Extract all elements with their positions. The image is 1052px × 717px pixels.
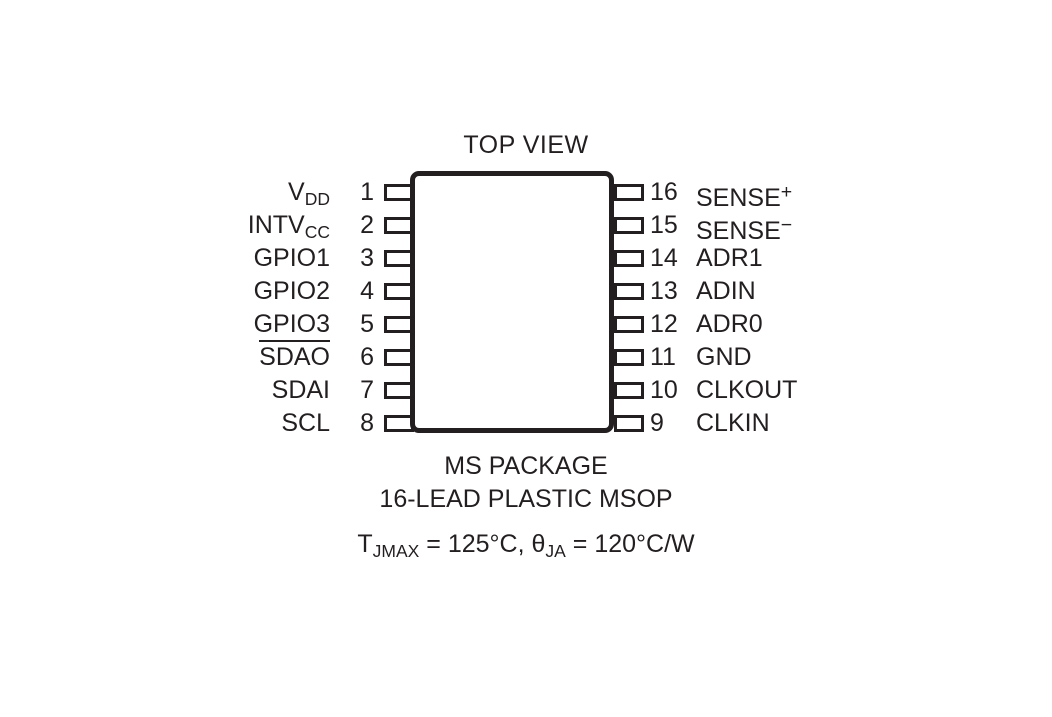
thermal-resistance-label: TJMAX = 125°C, θJA = 120°C/W bbox=[0, 530, 1052, 562]
pin-number: 4 bbox=[360, 277, 374, 305]
pin-label: SDAO bbox=[30, 340, 330, 371]
pin-signal-text: SENSE+ bbox=[696, 181, 793, 213]
pin-signal-text: GND bbox=[696, 343, 752, 371]
pin-number: 5 bbox=[360, 310, 374, 338]
pin-signal-text: SDAO bbox=[259, 340, 330, 371]
pin-number: 13 bbox=[650, 277, 678, 305]
pin-signal-text: ADR1 bbox=[696, 244, 763, 272]
pin-number: 2 bbox=[360, 211, 374, 239]
theta-subscript: JA bbox=[545, 540, 566, 561]
pin-label: ADR0 bbox=[696, 312, 763, 337]
tjmax-value: = 125°C, bbox=[419, 530, 525, 558]
pin-signal-text: VDD bbox=[288, 178, 330, 209]
pin-signal-text: SENSE− bbox=[696, 214, 793, 246]
package-name-label: MS PACKAGE bbox=[444, 452, 608, 480]
pin-signal-subscript: DD bbox=[304, 188, 330, 209]
pin-label: SDAI bbox=[30, 378, 330, 403]
pin-number: 10 bbox=[650, 376, 678, 404]
pin-signal-text: INTVCC bbox=[247, 211, 330, 242]
pin-number: 6 bbox=[360, 343, 374, 371]
diagram-title: TOP VIEW bbox=[463, 131, 589, 159]
pin-number: 9 bbox=[650, 409, 664, 437]
pin-label: SENSE+ bbox=[696, 180, 792, 211]
pin-lead bbox=[614, 184, 644, 201]
pin-label: ADIN bbox=[696, 279, 756, 304]
pin-lead bbox=[614, 283, 644, 300]
pin-number: 7 bbox=[360, 376, 374, 404]
pin-signal-superscript: + bbox=[780, 181, 793, 203]
tjmax-symbol: T bbox=[357, 530, 373, 558]
pin-signal-text: GPIO3 bbox=[253, 310, 330, 338]
pin-signal-text: SDAI bbox=[271, 376, 330, 404]
theta-value: = 120°C/W bbox=[565, 530, 695, 558]
pin-number: 16 bbox=[650, 178, 678, 206]
theta-symbol: θ bbox=[531, 530, 546, 558]
pin-number: 3 bbox=[360, 244, 374, 272]
pin-signal-text: GPIO2 bbox=[253, 277, 330, 305]
pin-number: 15 bbox=[650, 211, 678, 239]
pin-lead bbox=[614, 316, 644, 333]
pin-number: 1 bbox=[360, 178, 374, 206]
pin-label: VDD bbox=[30, 180, 330, 212]
pin-lead bbox=[614, 349, 644, 366]
pin-number: 8 bbox=[360, 409, 374, 437]
pin-label: GND bbox=[696, 345, 752, 370]
pin-lead bbox=[614, 217, 644, 234]
pin-signal-text: CLKIN bbox=[696, 409, 770, 437]
pin-signal-subscript: CC bbox=[304, 221, 330, 242]
pin-label: GPIO3 bbox=[30, 312, 330, 337]
pin-signal-text: SCL bbox=[281, 409, 330, 437]
pin-label: CLKIN bbox=[696, 411, 770, 436]
pin-label: CLKOUT bbox=[696, 378, 797, 403]
pin-label: GPIO1 bbox=[30, 246, 330, 271]
pin-number: 14 bbox=[650, 244, 678, 272]
pin-label: SCL bbox=[30, 411, 330, 436]
pin-number: 11 bbox=[650, 343, 676, 371]
pin-signal-superscript: − bbox=[780, 214, 793, 236]
pin-label: SENSE− bbox=[696, 213, 792, 244]
pin-signal-text: ADIN bbox=[696, 277, 756, 305]
pin-lead bbox=[614, 415, 644, 432]
tjmax-subscript: JMAX bbox=[372, 540, 420, 561]
pin-signal-text: CLKOUT bbox=[696, 376, 798, 404]
pin-label: INTVCC bbox=[30, 213, 330, 245]
package-description-label: 16-LEAD PLASTIC MSOP bbox=[379, 485, 673, 513]
pin-signal-text: ADR0 bbox=[696, 310, 763, 338]
pin-label: GPIO2 bbox=[30, 279, 330, 304]
pin-number: 12 bbox=[650, 310, 678, 338]
pin-lead bbox=[614, 250, 644, 267]
pin-label: ADR1 bbox=[696, 246, 763, 271]
pin-lead bbox=[614, 382, 644, 399]
pin-signal-text: GPIO1 bbox=[253, 244, 330, 272]
package-body-outline bbox=[410, 171, 614, 433]
